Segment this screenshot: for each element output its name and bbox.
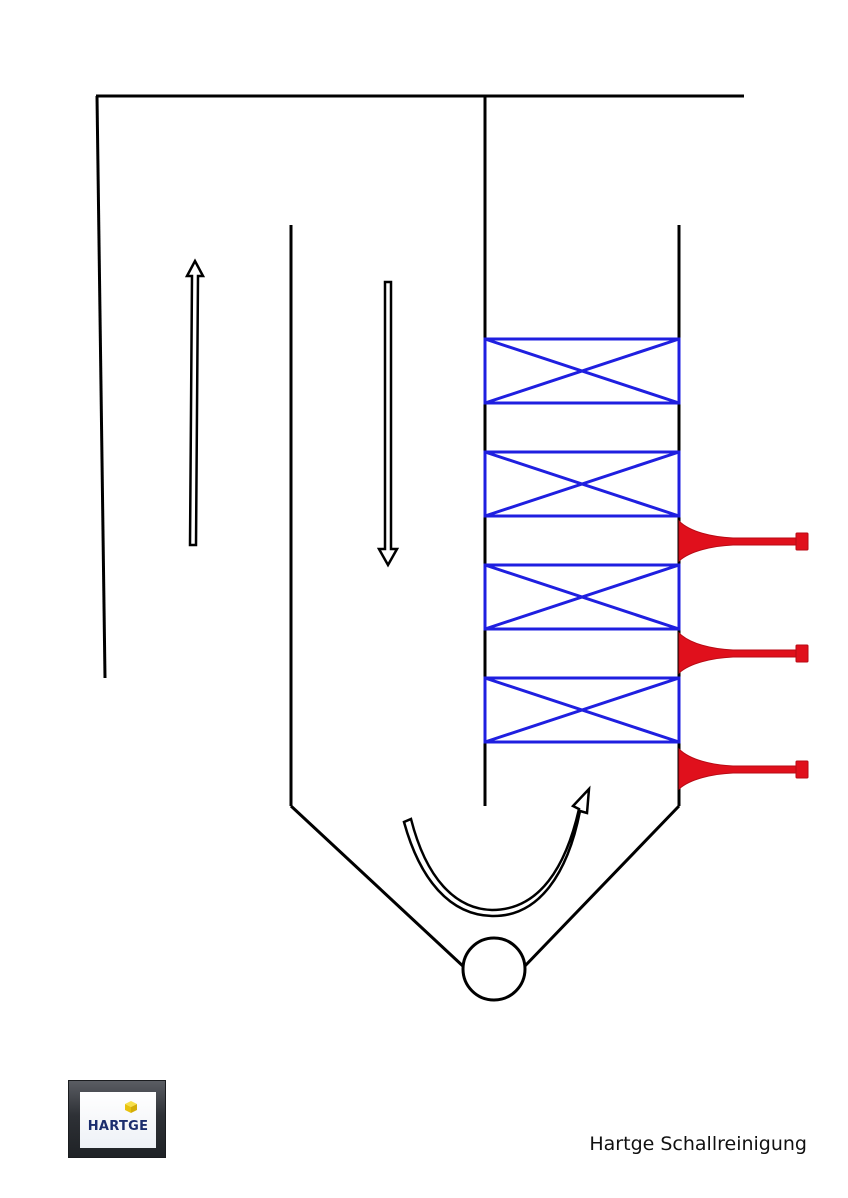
left-outer-wall bbox=[95, 95, 107, 679]
cube-icon bbox=[125, 1101, 137, 1113]
heat-exchanger-bundle bbox=[483, 563, 681, 631]
curved-turn-arrow bbox=[402, 785, 591, 918]
heat-exchanger-bundle bbox=[483, 450, 681, 518]
down-arrow bbox=[376, 280, 400, 568]
sonic-horn bbox=[678, 519, 809, 563]
flow-arrows bbox=[184, 258, 591, 918]
heat-exchanger-bundle bbox=[483, 676, 681, 744]
logo-panel: HARTGE bbox=[80, 1092, 156, 1148]
sonic-horns bbox=[678, 519, 809, 791]
hopper-right-slope bbox=[521, 804, 681, 970]
heat-exchanger-bundle bbox=[483, 337, 681, 405]
heat-exchanger-bundles bbox=[483, 337, 681, 744]
up-arrow bbox=[184, 258, 206, 547]
hopper-left-slope bbox=[289, 804, 467, 970]
hopper-outlet bbox=[461, 936, 527, 1002]
sonic-horn bbox=[678, 747, 809, 791]
logo-text: HARTGE bbox=[87, 1119, 149, 1134]
sonic-horn bbox=[678, 631, 809, 675]
hartge-logo: HARTGE bbox=[68, 1080, 166, 1158]
caption: Hartge Schallreinigung bbox=[589, 1133, 807, 1155]
